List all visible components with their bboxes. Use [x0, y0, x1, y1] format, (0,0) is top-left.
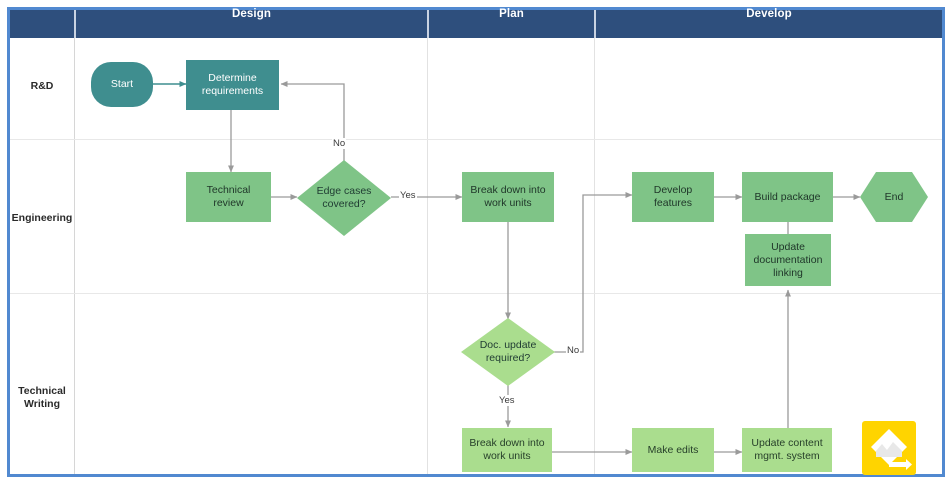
node-start[interactable]: Start — [91, 62, 153, 107]
node-technical-review-line1: Technical — [206, 184, 251, 196]
node-start-label: Start — [110, 78, 134, 90]
hexagon-shape-end — [860, 172, 928, 222]
node-update-doc-line3: linking — [773, 266, 803, 279]
node-end[interactable]: End — [860, 172, 928, 222]
edge-label-edgecases-no: No — [332, 138, 347, 149]
node-end-label: End — [884, 191, 904, 203]
diamond-shape-doc-update — [461, 318, 555, 386]
node-determine-requirements-line1: Determine — [208, 72, 257, 84]
column-header-band — [10, 10, 942, 38]
column-header-design: Design — [232, 8, 271, 20]
node-break-down-eng-line2: work units — [484, 197, 532, 209]
edge-label-docupdate-yes: Yes — [498, 395, 516, 406]
node-edge-cases-line2: covered? — [322, 198, 366, 210]
smartdraw-logo-glyph — [871, 429, 912, 470]
node-technical-review[interactable]: Technical review — [186, 172, 271, 222]
node-build-package[interactable]: Build package — [742, 172, 833, 222]
node-update-cms-line2: mgmt. system — [754, 450, 820, 462]
node-develop-features-line2: features — [654, 197, 692, 209]
node-break-down-work-units-eng[interactable]: Break down into work units — [462, 172, 554, 222]
smartdraw-logo — [862, 421, 916, 475]
lane-label-rd: R&D — [30, 80, 54, 92]
lane-label-technical-writing-line2: Writing — [24, 398, 60, 410]
lane-label-technical-writing: Technical Writing — [10, 385, 74, 411]
node-develop-features[interactable]: Develop features — [632, 172, 714, 222]
edge-label-docupdate-no: No — [566, 345, 581, 356]
node-break-down-work-units-tw[interactable]: Break down into work units — [462, 428, 552, 472]
node-doc-update-required[interactable]: Doc. update required? — [461, 318, 555, 386]
column-header-develop: Develop — [746, 8, 792, 20]
node-update-doc-line2: documentation — [753, 253, 823, 266]
column-separator-label — [74, 10, 75, 474]
node-make-edits-label: Make edits — [647, 443, 699, 456]
node-doc-update-line1: Doc. update — [479, 339, 537, 351]
node-determine-requirements[interactable]: Determine requirements — [186, 60, 279, 110]
node-make-edits[interactable]: Make edits — [632, 428, 714, 472]
header-divider-design-plan — [427, 10, 429, 38]
lane-separator-rd-engineering — [10, 139, 942, 140]
node-develop-features-line1: Develop — [653, 184, 693, 196]
node-update-content-mgmt-system[interactable]: Update content mgmt. system — [742, 428, 832, 472]
header-divider-plan-develop — [594, 10, 596, 38]
column-separator-plan-develop — [594, 38, 595, 474]
node-break-down-tw-line2: work units — [483, 450, 531, 462]
node-update-documentation-linking[interactable]: Update documentation linking — [745, 234, 831, 286]
edge-label-edgecases-yes: Yes — [399, 190, 417, 201]
node-update-cms-line1: Update content — [751, 437, 823, 449]
lane-separator-engineering-techwriting — [10, 293, 942, 294]
node-doc-update-line2: required? — [485, 352, 531, 364]
node-edge-cases-line1: Edge cases — [316, 185, 372, 197]
header-divider-label — [74, 10, 76, 38]
node-update-doc-line1: Update — [771, 240, 805, 253]
node-technical-review-line2: review — [213, 197, 244, 209]
node-edge-cases-covered[interactable]: Edge cases covered? — [297, 160, 391, 236]
node-break-down-tw-line1: Break down into — [469, 437, 545, 449]
lane-label-technical-writing-line1: Technical — [18, 385, 66, 397]
column-separator-design-plan — [427, 38, 428, 474]
node-break-down-eng-line1: Break down into — [470, 184, 546, 196]
node-determine-requirements-line2: requirements — [201, 85, 264, 97]
lane-label-engineering: Engineering — [11, 212, 73, 224]
column-header-plan: Plan — [499, 8, 524, 20]
node-build-package-label: Build package — [754, 190, 821, 203]
diamond-shape-edge-cases — [297, 160, 391, 236]
